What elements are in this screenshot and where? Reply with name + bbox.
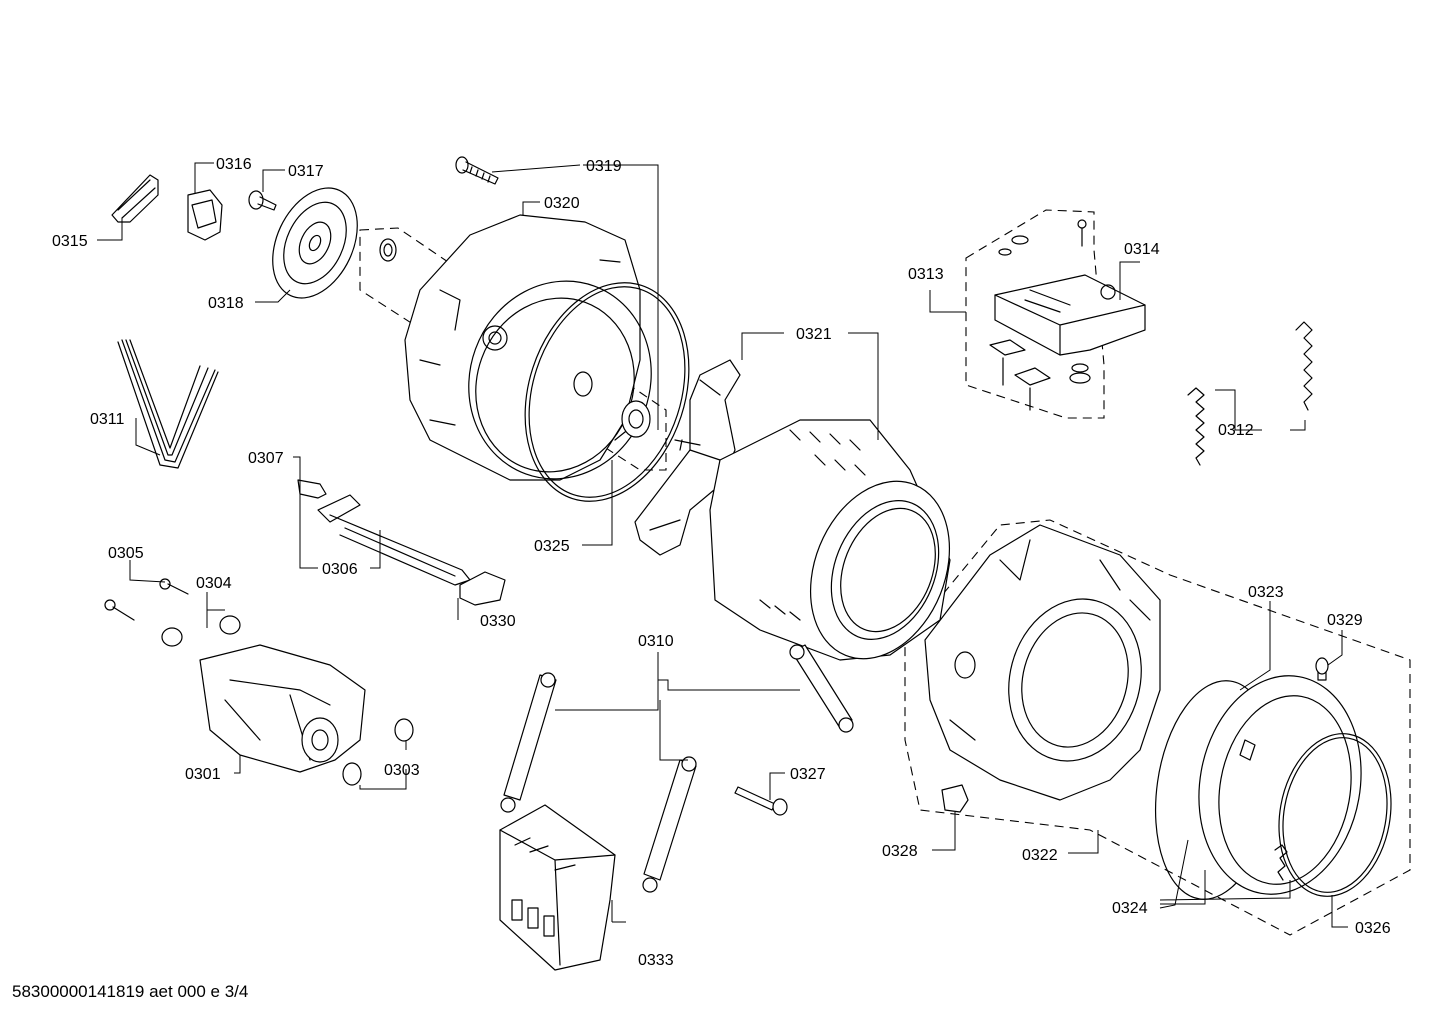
leader-lines: [97, 162, 1348, 928]
bolt-0327: [734, 786, 788, 816]
shock-absorber-0310-b: [642, 756, 697, 893]
valve-0328: [941, 784, 969, 813]
label-0321: 0321: [796, 326, 832, 343]
label-0326: 0326: [1355, 920, 1391, 937]
label-0322: 0322: [1022, 847, 1058, 864]
label-0305: 0305: [108, 545, 144, 562]
bushings-0304: [161, 615, 241, 647]
group-outline-front-tub: [904, 519, 1411, 936]
drum-spider-0321: [634, 359, 741, 556]
label-0317: 0317: [288, 163, 324, 180]
sensor-0307: [297, 479, 327, 499]
fitting-0329: [1315, 657, 1329, 681]
shock-absorber-0310-a: [500, 672, 557, 813]
pulley-0318: [272, 187, 358, 299]
spring-0324: [1274, 844, 1288, 881]
bracket-0315: [111, 174, 159, 223]
front-tub-0322: [924, 524, 1161, 801]
label-0314: 0314: [1124, 241, 1160, 258]
label-0320: 0320: [544, 195, 580, 212]
bushings-0303: [342, 718, 414, 786]
label-0304: 0304: [196, 575, 232, 592]
label-0318: 0318: [208, 295, 244, 312]
seal-ring-0325: [524, 282, 690, 502]
fastener-kit-0313: [989, 219, 1091, 411]
label-0315: 0315: [52, 233, 88, 250]
document-footer-code: 58300000141819 aet 000 e 3/4: [12, 982, 249, 1001]
label-0310: 0310: [638, 633, 674, 650]
group-outline-0313: [965, 209, 1105, 419]
rear-tub-0320: [379, 214, 652, 481]
label-0327: 0327: [790, 766, 826, 783]
label-0312: 0312: [1218, 422, 1254, 439]
label-0325: 0325: [534, 538, 570, 555]
label-0313: 0313: [908, 266, 944, 283]
motor-0301: [199, 644, 366, 773]
door-seal-0323: [1154, 675, 1362, 900]
label-0311: 0311: [90, 411, 125, 428]
label-0307: 0307: [248, 450, 284, 467]
counterweight-0314: [994, 274, 1146, 356]
bracket-box-0333: [499, 804, 616, 971]
clip-0316: [187, 189, 223, 241]
screw-0317: [248, 190, 277, 211]
drive-belt-0311: [117, 339, 219, 469]
screws-0305: [104, 578, 189, 621]
label-0323: 0323: [1248, 584, 1284, 601]
label-0329: 0329: [1327, 612, 1363, 629]
label-0306: 0306: [322, 561, 358, 578]
spring-pair-0312: [1187, 321, 1313, 466]
screw-0319: [455, 156, 499, 185]
label-0330: 0330: [480, 613, 516, 630]
label-0324: 0324: [1112, 900, 1148, 917]
label-0319: 0319: [586, 158, 622, 175]
label-0303: 0303: [384, 762, 420, 779]
label-0333: 0333: [638, 952, 674, 969]
shock-absorber-0310-c: [789, 644, 854, 733]
drum-0321: [709, 419, 951, 661]
label-0316: 0316: [216, 156, 252, 173]
clamp-ring-0326: [1278, 733, 1392, 897]
group-outline-rear-tub: [359, 227, 667, 471]
label-0328: 0328: [882, 843, 918, 860]
clip-0330: [459, 571, 506, 606]
label-0301: 0301: [185, 766, 221, 783]
